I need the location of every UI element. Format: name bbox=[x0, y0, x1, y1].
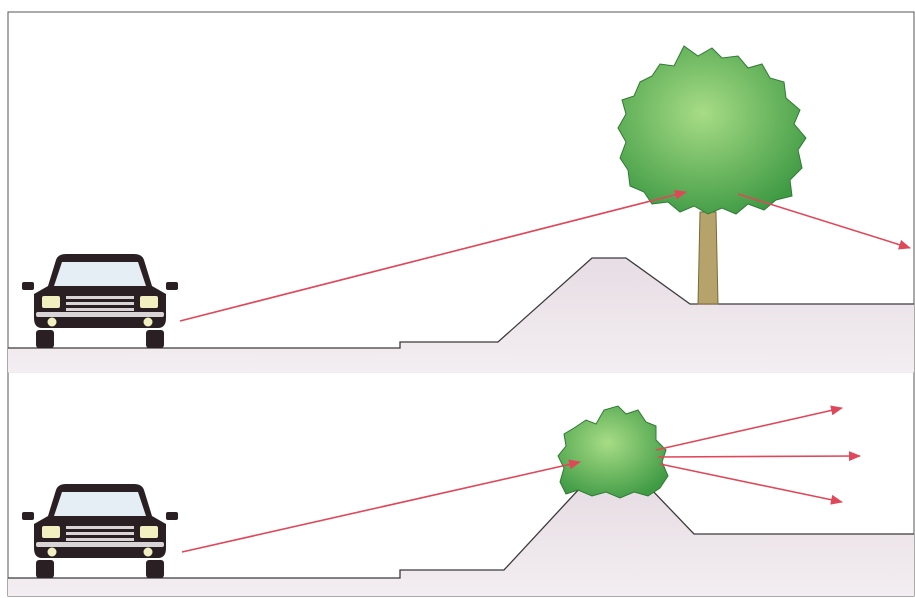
car-front-icon bbox=[22, 254, 178, 348]
scattered-ray bbox=[738, 194, 910, 248]
top-panel bbox=[8, 46, 914, 372]
car-front-icon bbox=[22, 484, 178, 578]
sight-ray bbox=[182, 462, 580, 552]
tree-trunk bbox=[698, 212, 718, 304]
reflected-ray-up bbox=[656, 408, 842, 450]
bottom-panel bbox=[8, 406, 914, 596]
bush-icon bbox=[558, 406, 668, 498]
reflected-ray-down bbox=[660, 464, 842, 502]
reflected-ray-middle bbox=[658, 456, 860, 457]
tree-icon bbox=[618, 46, 806, 304]
tree-canopy bbox=[618, 46, 806, 214]
